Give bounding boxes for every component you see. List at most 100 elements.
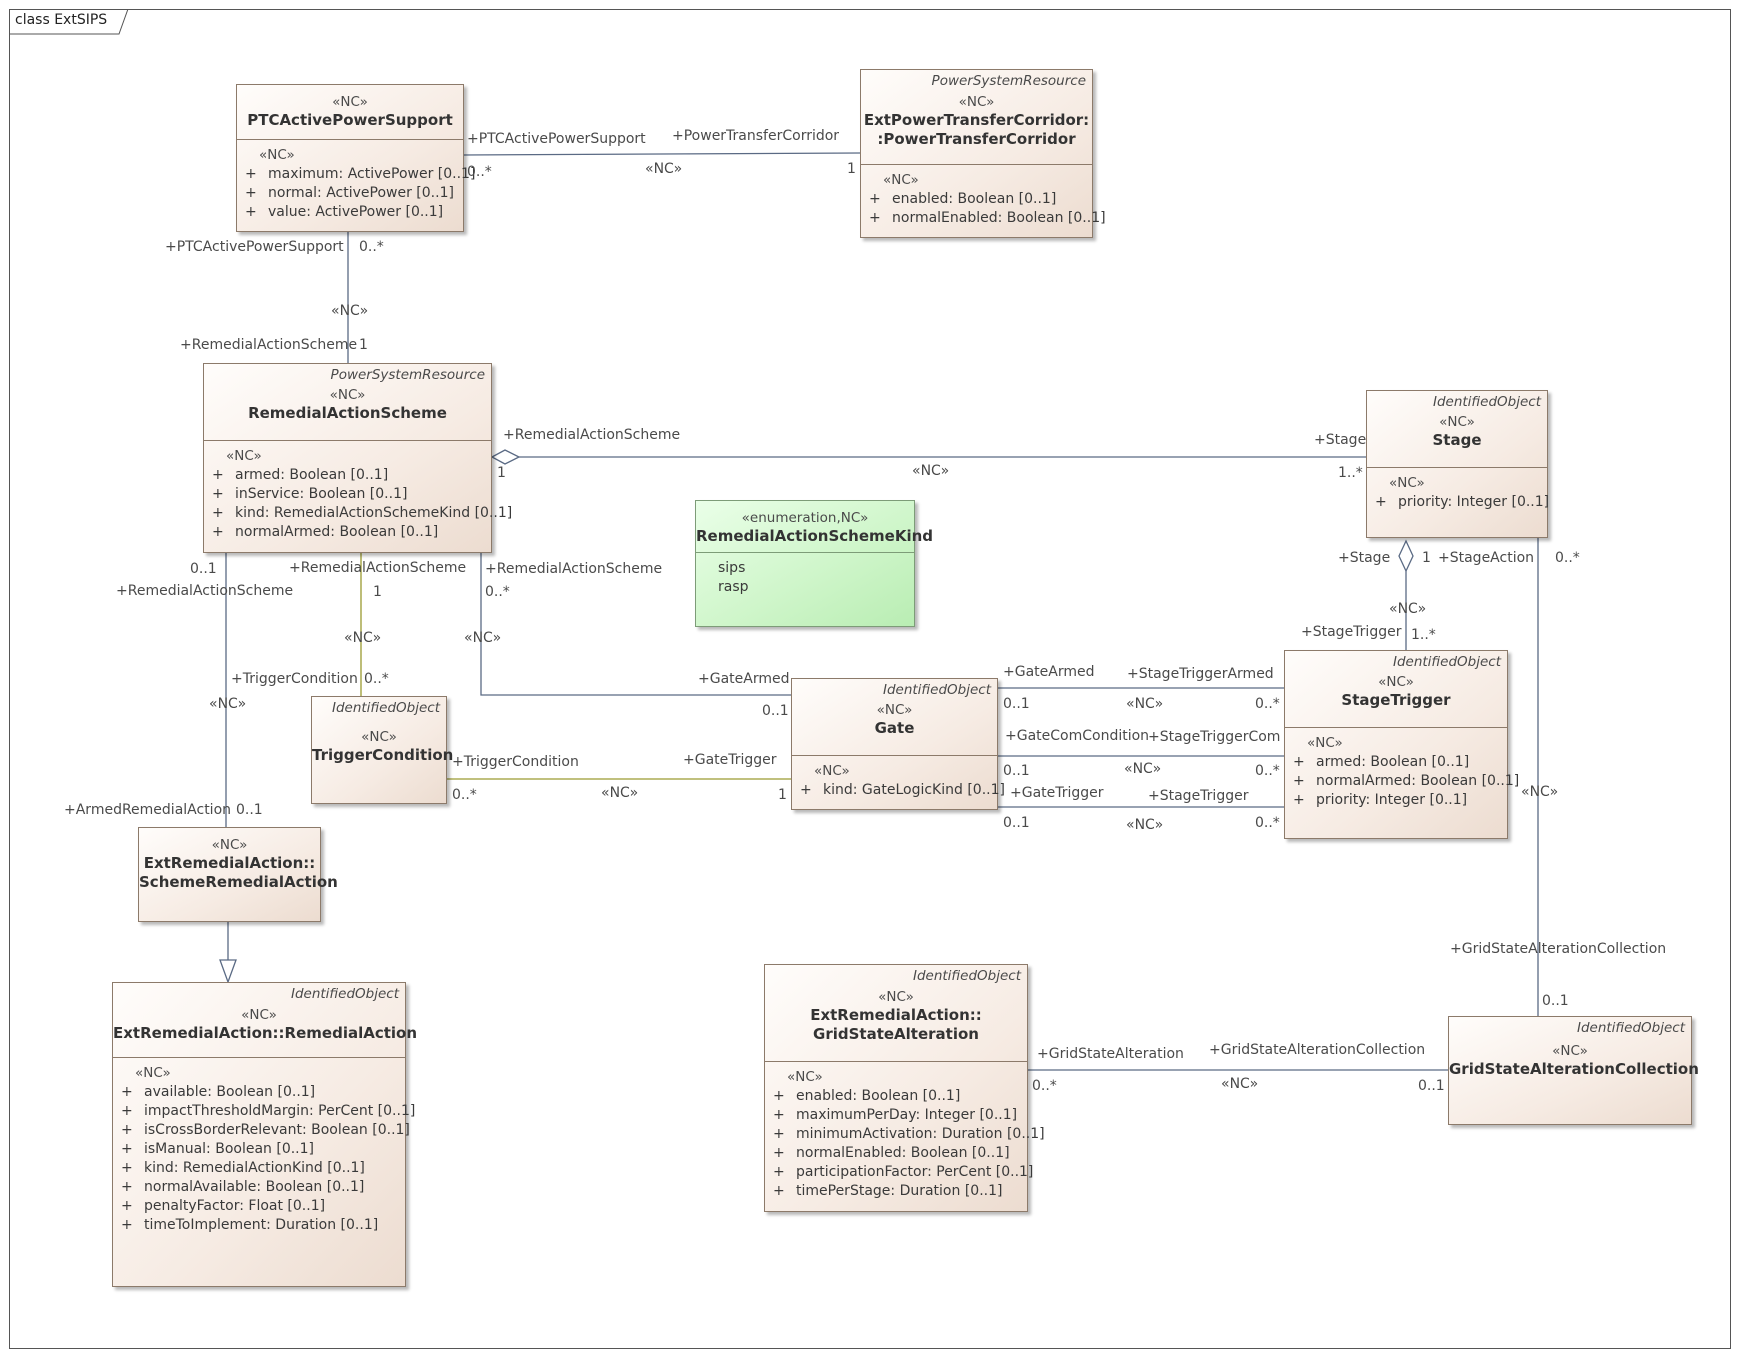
attribute: +penaltyFactor: Float [0..1] <box>121 1198 326 1214</box>
assoc-role-label: +GateArmed <box>1003 664 1095 680</box>
assoc-multiplicity: 0..* <box>1555 550 1580 566</box>
assoc-multiplicity: 0..1 <box>1003 763 1030 779</box>
class-parent-name: IdentifiedObject <box>331 700 440 716</box>
class-grid-state-alteration[interactable]: IdentifiedObject «NC» ExtRemedialAction:… <box>764 964 1045 1212</box>
assoc-stereotype: «NC» <box>1221 1076 1259 1092</box>
assoc-role-label: +TriggerCondition <box>231 671 358 687</box>
assoc-stereotype: «NC» <box>1124 761 1162 777</box>
assoc-role-label: +StageTrigger <box>1301 624 1402 640</box>
attribute: +normalEnabled: Boolean [0..1] <box>773 1145 1010 1161</box>
assoc-multiplicity: 1 <box>373 584 382 600</box>
assoc-stereotype: «NC» <box>1521 784 1559 800</box>
assoc-role-label: +RemedialActionScheme <box>503 427 681 443</box>
assoc-line-ptc-corridor <box>462 152 861 156</box>
attribute: +value: ActivePower [0..1] <box>245 204 444 220</box>
attribute: +enabled: Boolean [0..1] <box>773 1088 961 1104</box>
attribute: +kind: RemedialActionSchemeKind [0..1] <box>212 505 513 521</box>
class-remedial-action-scheme[interactable]: PowerSystemResource «NC» RemedialActionS… <box>203 363 513 553</box>
class-name: PTCActivePowerSupport <box>247 111 453 129</box>
assoc-role-label: +RemedialActionScheme <box>180 337 358 353</box>
assoc-role-label: +StageTriggerCom <box>1148 729 1281 745</box>
assoc-role-label: +TriggerCondition <box>452 754 579 770</box>
attribute-stereotype: «NC» <box>883 172 919 188</box>
class-gate[interactable]: IdentifiedObject «NC» Gate «NC» +kind: G… <box>791 678 1005 810</box>
assoc-multiplicity: 1 <box>1422 550 1431 566</box>
attribute: +kind: GateLogicKind [0..1] <box>800 782 1005 798</box>
attribute: +armed: Boolean [0..1] <box>212 467 389 483</box>
class-parent-name: IdentifiedObject <box>1432 394 1541 410</box>
attribute: +participationFactor: PerCent [0..1] <box>773 1164 1034 1180</box>
class-name-line2: SchemeRemedialAction <box>139 873 338 891</box>
assoc-multiplicity: 0..* <box>452 787 477 803</box>
attribute: +normal: ActivePower [0..1] <box>245 185 454 201</box>
attribute: +normalAvailable: Boolean [0..1] <box>121 1179 365 1195</box>
enum-name: RemedialActionSchemeKind <box>696 527 933 545</box>
class-grid-state-alteration-collection[interactable]: IdentifiedObject «NC» GridStateAlteratio… <box>1448 1016 1699 1125</box>
class-scheme-remedial-action[interactable]: «NC» ExtRemedialAction:: SchemeRemedialA… <box>138 827 338 922</box>
assoc-multiplicity: 0..* <box>1255 763 1280 779</box>
frame-title: class ExtSIPS <box>15 12 108 28</box>
class-parent-name: IdentifiedObject <box>882 682 991 698</box>
class-name-line1: ExtPowerTransferCorridor: <box>863 111 1090 129</box>
assoc-role-label: +StageTriggerArmed <box>1127 666 1274 682</box>
assoc-multiplicity: 0..* <box>1255 696 1280 712</box>
generalization-arrowhead <box>219 959 237 984</box>
assoc-multiplicity: 0..1 <box>762 703 789 719</box>
attribute: +available: Boolean [0..1] <box>121 1084 316 1100</box>
assoc-role-label: +GridStateAlteration <box>1037 1046 1184 1062</box>
class-ptc-active-power-support[interactable]: «NC» PTCActivePowerSupport «NC» +maximum… <box>236 84 475 232</box>
class-stereotype: «NC» <box>878 989 914 1005</box>
class-name: ExtRemedialAction::RemedialAction <box>113 1024 418 1042</box>
assoc-stereotype: «NC» <box>912 463 950 479</box>
class-stereotype: «NC» <box>332 94 368 110</box>
class-stage-trigger[interactable]: IdentifiedObject «NC» StageTrigger «NC» … <box>1284 650 1520 839</box>
class-stereotype: «NC» <box>958 94 995 110</box>
attribute: +timePerStage: Duration [0..1] <box>773 1183 1003 1199</box>
frame-tab-outline <box>9 9 129 35</box>
assoc-multiplicity: 0..* <box>467 164 492 180</box>
assoc-multiplicity: 0..* <box>364 671 389 687</box>
assoc-line-ras-gate <box>480 553 791 696</box>
class-name: GridStateAlterationCollection <box>1449 1060 1699 1078</box>
class-stereotype: «NC» <box>1552 1043 1588 1059</box>
assoc-role-label: +StageTrigger <box>1148 788 1249 804</box>
assoc-role-label: +RemedialActionScheme <box>485 561 663 577</box>
assoc-multiplicity: 1..* <box>1411 627 1436 643</box>
attribute-stereotype: «NC» <box>226 448 262 464</box>
class-name-line1: ExtRemedialAction:: <box>143 854 316 872</box>
class-stereotype: «NC» <box>361 729 397 745</box>
class-parent-name: IdentifiedObject <box>1576 1020 1685 1036</box>
class-name: Stage <box>1432 431 1482 449</box>
class-name-line2: :PowerTransferCorridor <box>877 130 1076 148</box>
class-parent-name: PowerSystemResource <box>330 367 485 383</box>
assoc-multiplicity: 1 <box>847 161 856 177</box>
assoc-stereotype: «NC» <box>645 161 683 177</box>
aggregation-diamond-stage <box>1398 539 1414 573</box>
assoc-multiplicity: 1 <box>778 787 787 803</box>
diagram-frame <box>9 9 1731 1349</box>
class-trigger-condition[interactable]: IdentifiedObject «NC» TriggerCondition <box>311 696 453 804</box>
assoc-role-label: +GateArmed <box>698 671 790 687</box>
attribute: +normalEnabled: Boolean [0..1] <box>869 210 1106 226</box>
assoc-multiplicity: 0..1 <box>1418 1078 1445 1094</box>
attribute-stereotype: «NC» <box>135 1065 171 1081</box>
assoc-role-label: +GateComCondition <box>1005 728 1150 744</box>
attribute: +normalArmed: Boolean [0..1] <box>212 524 439 540</box>
assoc-multiplicity: 0..* <box>1255 815 1280 831</box>
attribute-stereotype: «NC» <box>1307 735 1343 751</box>
assoc-stereotype: «NC» <box>1126 817 1164 833</box>
class-parent-name: IdentifiedObject <box>1392 654 1501 670</box>
attribute: +normalArmed: Boolean [0..1] <box>1293 773 1520 789</box>
assoc-multiplicity: 0..* <box>359 239 384 255</box>
enum-literal: rasp <box>718 579 749 595</box>
attribute: +armed: Boolean [0..1] <box>1293 754 1470 770</box>
assoc-multiplicity: 0..1 <box>1003 815 1030 831</box>
class-name-line2: GridStateAlteration <box>813 1025 979 1043</box>
class-remedial-action[interactable]: IdentifiedObject «NC» ExtRemedialAction:… <box>112 982 418 1287</box>
class-stage[interactable]: IdentifiedObject «NC» Stage «NC» +priori… <box>1366 390 1549 538</box>
assoc-stereotype: «NC» <box>331 303 369 319</box>
class-ext-power-transfer-corridor[interactable]: PowerSystemResource «NC» ExtPowerTransfe… <box>860 69 1106 238</box>
enum-stereotype: «enumeration,NC» <box>741 510 869 526</box>
enum-remedial-action-scheme-kind[interactable]: «enumeration,NC» RemedialActionSchemeKin… <box>695 500 933 627</box>
